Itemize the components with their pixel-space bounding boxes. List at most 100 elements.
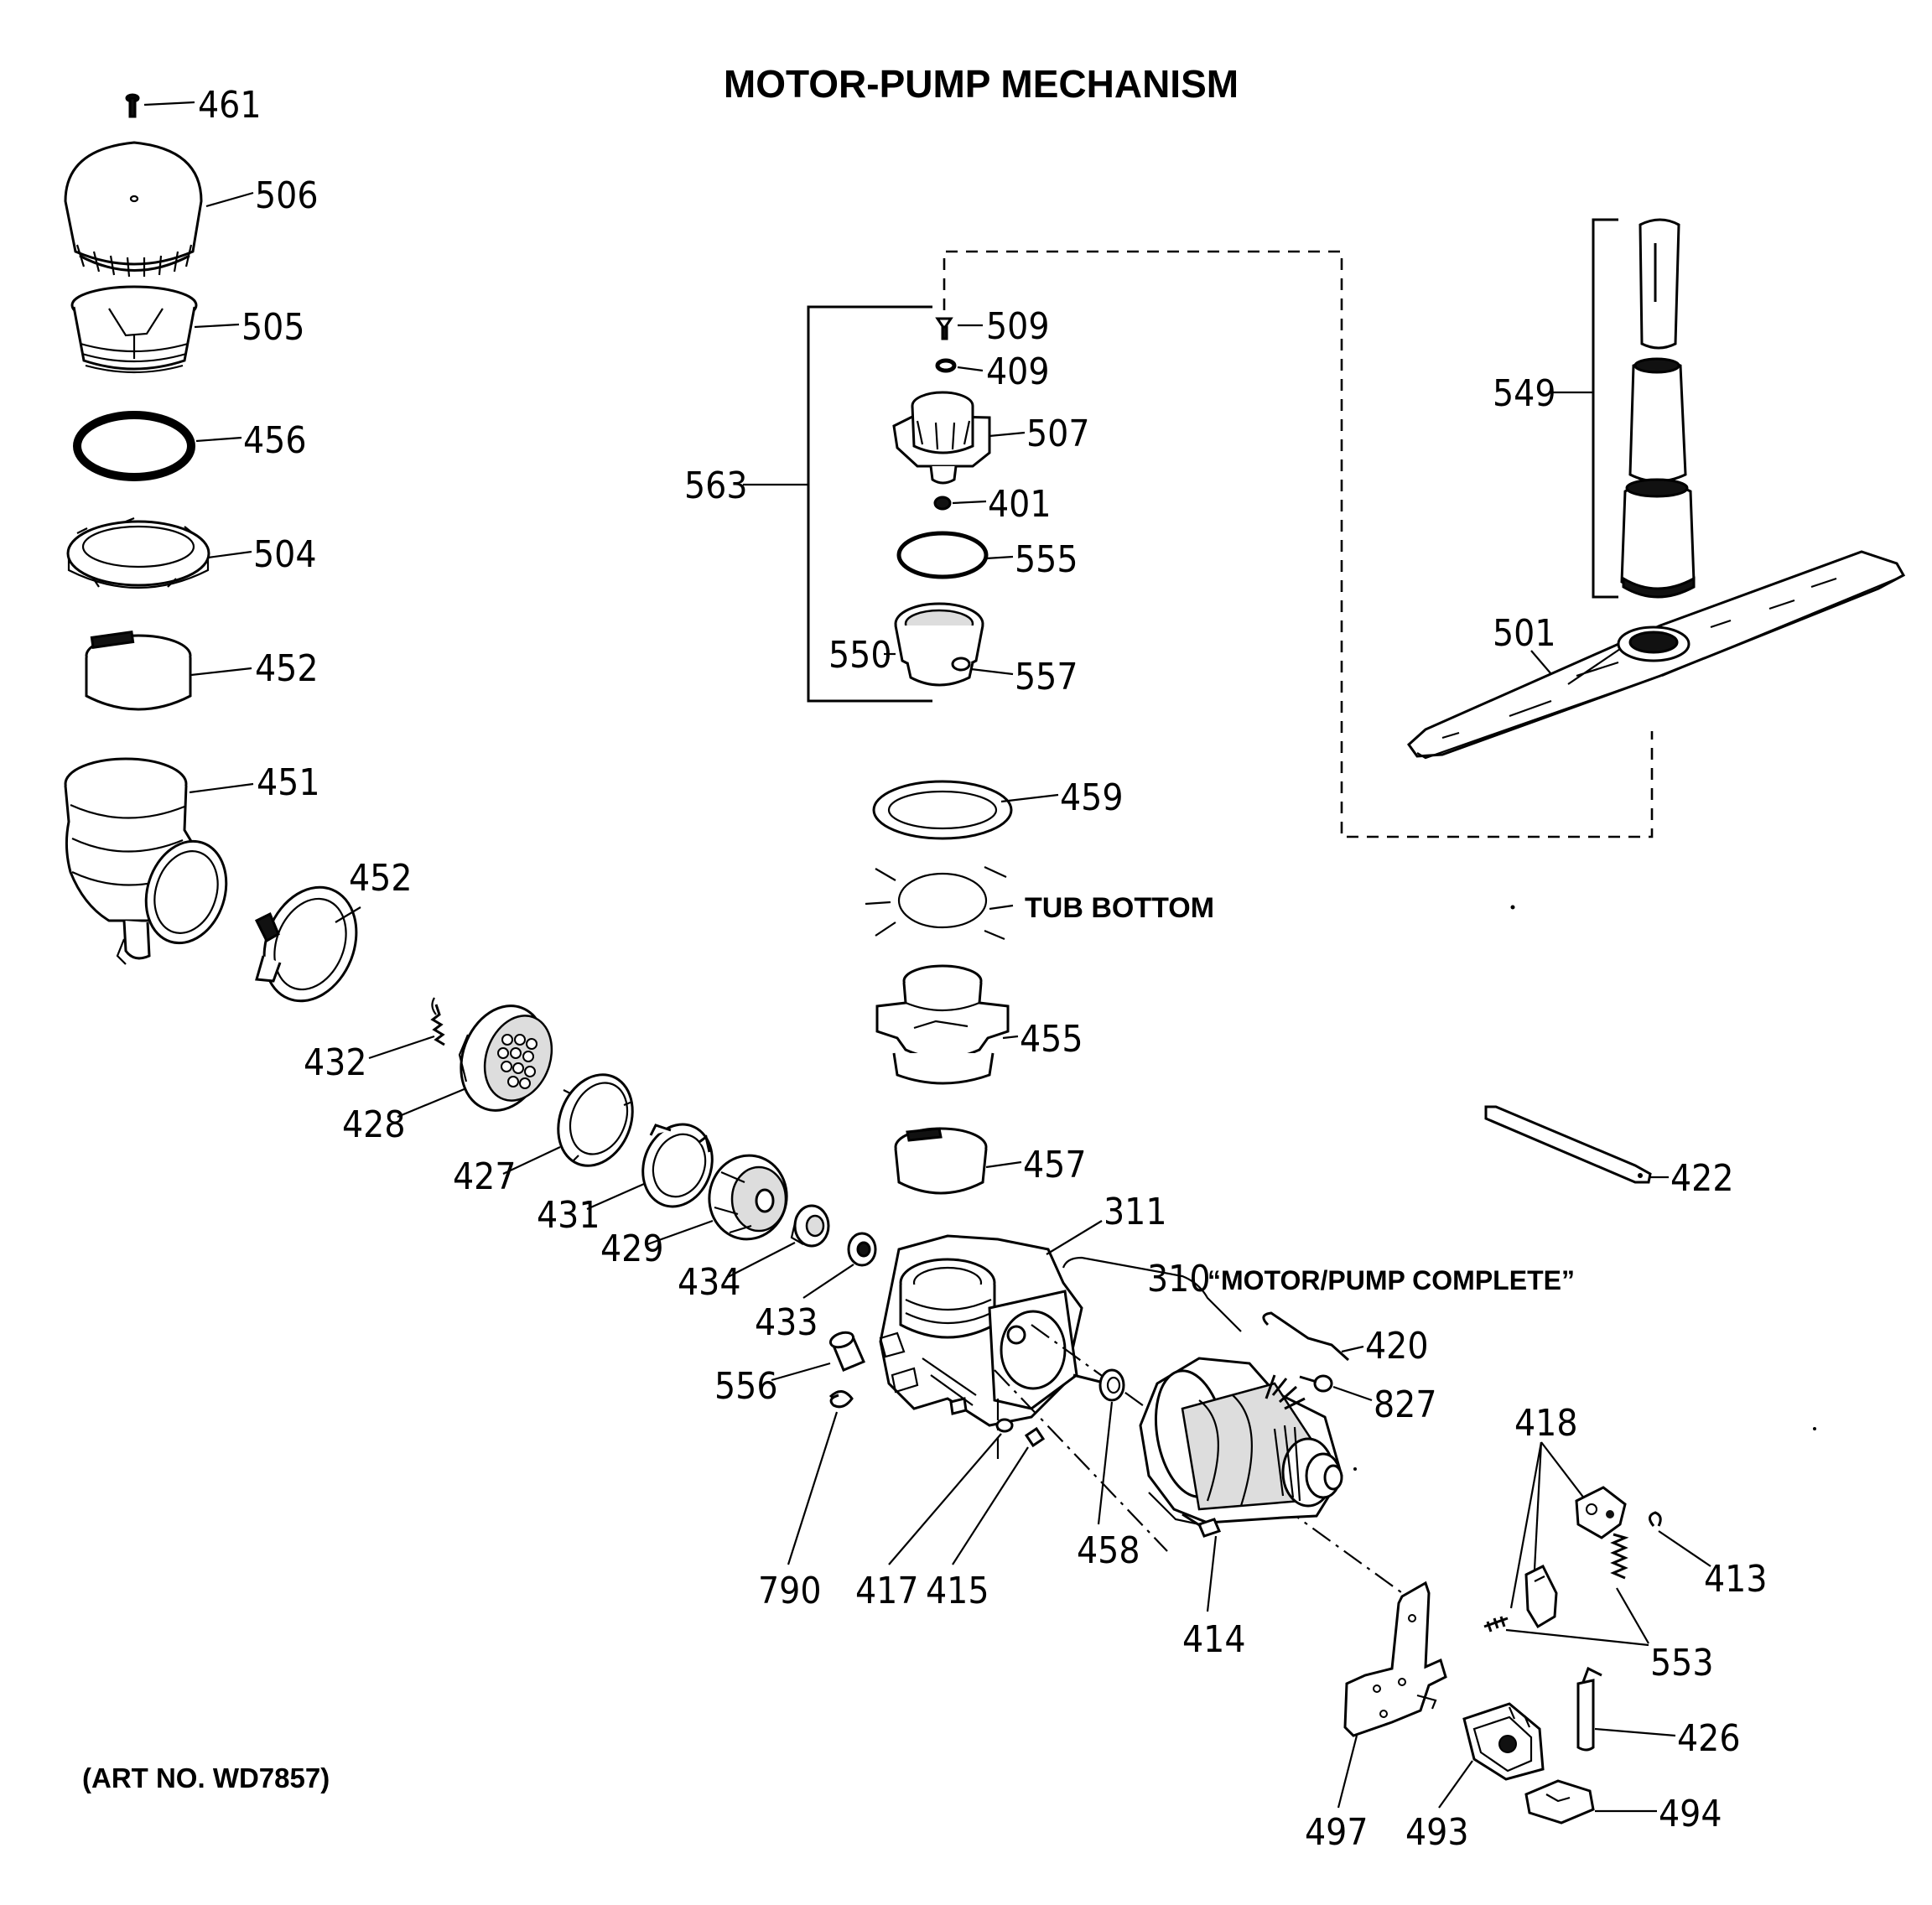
pin-426-icon	[1576, 1666, 1602, 1752]
spring-432-icon	[430, 997, 445, 1046]
part-label-456: 456	[243, 419, 307, 462]
actuator-494-icon	[1524, 1779, 1595, 1825]
part-label-433: 433	[755, 1301, 818, 1344]
tower-549-icon	[1620, 218, 1696, 599]
clamp-452-lower-icon	[254, 885, 358, 1003]
motor-icon	[1139, 1357, 1343, 1528]
part-label-451: 451	[257, 761, 320, 804]
part-label-507: 507	[1026, 413, 1090, 455]
part-label-493: 493	[1405, 1811, 1469, 1854]
part-label-550: 550	[828, 634, 892, 677]
part-label-413: 413	[1704, 1558, 1768, 1601]
part-label-452-upper: 452	[255, 647, 319, 690]
seal-ring-456-icon	[73, 411, 195, 481]
tub-bottom-opening-icon	[865, 866, 1014, 941]
sump-housing-451-icon	[64, 757, 228, 965]
pump-housing-311-icon	[879, 1234, 1083, 1427]
chopper-428-icon	[458, 1004, 553, 1112]
bushing-433-icon	[847, 1232, 877, 1267]
speck	[1813, 1427, 1816, 1430]
part-label-827: 827	[1374, 1383, 1437, 1426]
part-label-506: 506	[255, 174, 319, 217]
washer-417-icon	[995, 1418, 1014, 1433]
motor-pump-complete-label: “MOTOR/PUMP COMPLETE”	[1208, 1265, 1575, 1295]
part-label-415: 415	[926, 1570, 989, 1612]
part-label-414: 414	[1182, 1618, 1246, 1661]
part-label-452-lower: 452	[349, 857, 413, 900]
collar-550-icon	[894, 602, 984, 687]
part-label-426: 426	[1677, 1717, 1741, 1760]
cup-507-icon	[892, 391, 991, 485]
washer-409-icon	[935, 358, 957, 373]
part-label-458: 458	[1077, 1529, 1140, 1572]
latch-plate-418-icon	[1575, 1486, 1627, 1539]
part-label-556: 556	[714, 1365, 778, 1408]
screw-415-icon	[1024, 1426, 1046, 1448]
part-label-459: 459	[1060, 776, 1124, 819]
part-label-549: 549	[1493, 372, 1556, 415]
part-label-563: 563	[684, 465, 748, 507]
gasket-458-icon	[1072, 1368, 1125, 1402]
part-label-417: 417	[855, 1570, 919, 1612]
screw-827-icon	[1299, 1374, 1333, 1393]
wire-420-icon	[1262, 1311, 1350, 1362]
part-label-494: 494	[1659, 1793, 1722, 1835]
switch-493-icon	[1462, 1702, 1545, 1781]
part-label-431: 431	[537, 1194, 600, 1237]
part-label-504: 504	[253, 533, 317, 576]
screw-418-icon	[1483, 1616, 1509, 1632]
speck	[1510, 905, 1515, 910]
retainer-431-icon	[641, 1123, 714, 1208]
part-label-555: 555	[1015, 538, 1078, 581]
assembly-bracket-310	[1062, 1256, 1242, 1332]
part-label-497: 497	[1305, 1811, 1368, 1854]
eclip-413-icon	[1649, 1511, 1662, 1527]
diagram-title: MOTOR-PUMP MECHANISM	[724, 62, 1239, 106]
plug-556-icon	[828, 1331, 865, 1372]
strainer-cap-506-icon	[64, 141, 203, 278]
oring-555-icon	[896, 531, 989, 579]
screw-509-icon	[935, 317, 953, 340]
part-label-557: 557	[1015, 656, 1078, 698]
clamp-452-upper-icon	[85, 631, 192, 711]
gasket-459-icon	[872, 780, 1013, 840]
part-label-432: 432	[304, 1041, 367, 1084]
clamp-457-icon	[894, 1127, 988, 1195]
part-label-461: 461	[198, 84, 262, 127]
impeller-429-icon	[708, 1154, 788, 1241]
ring-427-icon	[557, 1073, 634, 1167]
dashed-connection	[943, 250, 1654, 838]
part-label-310: 310	[1147, 1258, 1211, 1300]
part-label-428: 428	[342, 1103, 406, 1146]
part-label-409: 409	[986, 350, 1050, 393]
bracket-563	[807, 305, 932, 703]
art-number: (ART NO. WD7857)	[82, 1762, 330, 1793]
part-label-501: 501	[1493, 612, 1556, 655]
part-label-401: 401	[988, 483, 1052, 526]
filter-505-icon	[70, 285, 198, 374]
seal-434-icon	[790, 1204, 830, 1248]
part-label-455: 455	[1020, 1018, 1083, 1061]
ball-401-icon	[933, 496, 952, 511]
part-label-311: 311	[1104, 1191, 1167, 1233]
part-label-509: 509	[986, 305, 1050, 348]
baffle-422-icon	[1484, 1105, 1652, 1184]
part-label-420: 420	[1365, 1325, 1429, 1368]
part-label-505: 505	[242, 306, 305, 349]
mounting-bracket-497-icon	[1343, 1581, 1447, 1737]
retainer-ring-504-icon	[66, 516, 210, 589]
sump-455-icon	[875, 964, 1010, 1085]
screw-414-icon	[1182, 1513, 1222, 1538]
part-label-418: 418	[1514, 1402, 1578, 1445]
part-label-434: 434	[678, 1261, 741, 1304]
part-label-457: 457	[1023, 1144, 1087, 1186]
part-label-553: 553	[1650, 1642, 1714, 1684]
part-label-427: 427	[453, 1155, 517, 1198]
speck	[1353, 1467, 1357, 1471]
wash-arm-501-icon	[1407, 550, 1906, 760]
tub-bottom-label: TUB BOTTOM	[1025, 892, 1214, 924]
bracket-549	[1592, 218, 1618, 599]
clip-790-icon	[828, 1390, 854, 1409]
part-label-422: 422	[1670, 1157, 1734, 1200]
